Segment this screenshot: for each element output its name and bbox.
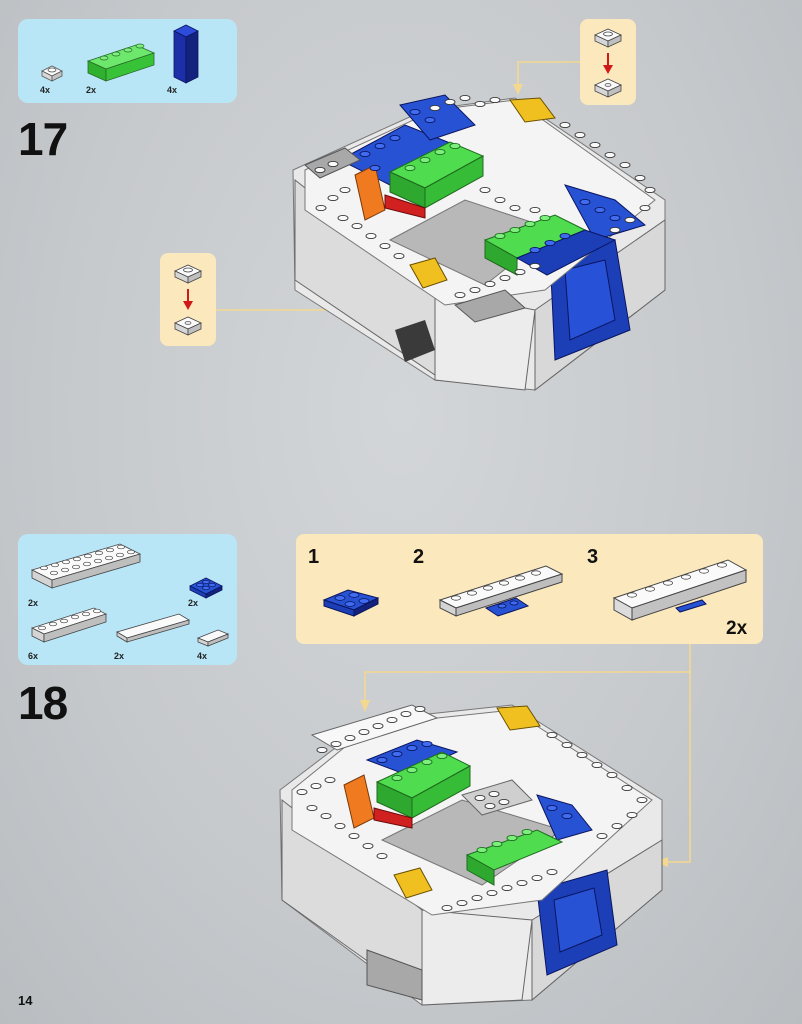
substep-number-1: 1 [308, 546, 320, 568]
plate-top-icon [174, 264, 202, 284]
white-tile-1x2-icon [196, 629, 230, 647]
plate-with-bracket-substep-icon [438, 565, 564, 617]
part-qty-blue-panel: 4x [167, 85, 178, 95]
parts-list-step-17: 4x 2x 4x [18, 19, 237, 103]
part-qty-plate-2x8: 2x [28, 598, 39, 608]
callout-plate-on-tile-b [160, 253, 216, 346]
down-arrow-icon [183, 289, 193, 310]
tile-bottom-icon [174, 316, 202, 336]
white-plate-1x6-icon [30, 607, 108, 643]
tiled-plate-substep-icon [612, 559, 748, 621]
white-tile-1x6-icon [116, 613, 190, 643]
part-qty-tile-1x6: 2x [114, 651, 125, 661]
down-arrow-icon [603, 53, 613, 74]
parts-list-step-18: 2x 2x 6x 2x 4x [18, 534, 237, 665]
green-brick-1x4-icon [86, 43, 156, 82]
substep-number-2: 2 [413, 546, 425, 568]
plate-top-icon [594, 28, 622, 48]
white-plate-1x1-icon [41, 65, 63, 82]
white-plate-2x8-icon [30, 543, 142, 589]
part-qty-tile-1x2: 4x [197, 651, 208, 661]
substep-number-3: 3 [587, 546, 599, 568]
blue-bracket-substep-icon [322, 589, 380, 617]
model-step-17 [292, 94, 666, 392]
part-qty-white-plate: 4x [40, 85, 51, 95]
part-qty-plate-1x6: 6x [28, 651, 39, 661]
part-qty-green-brick: 2x [86, 85, 97, 95]
subassembly-callout: 1 2 3 2x [296, 534, 763, 644]
blue-bracket-icon [189, 577, 223, 599]
subassembly-multiplier: 2x [726, 618, 748, 639]
model-step-18 [279, 704, 663, 1006]
page-number: 14 [18, 993, 33, 1008]
callout-plate-on-tile-a [580, 19, 636, 105]
step-number-17: 17 [18, 113, 68, 165]
blue-panel-icon [173, 24, 199, 84]
part-qty-blue-bracket: 2x [188, 598, 199, 608]
tile-bottom-icon [594, 78, 622, 98]
step-number-18: 18 [18, 677, 68, 729]
